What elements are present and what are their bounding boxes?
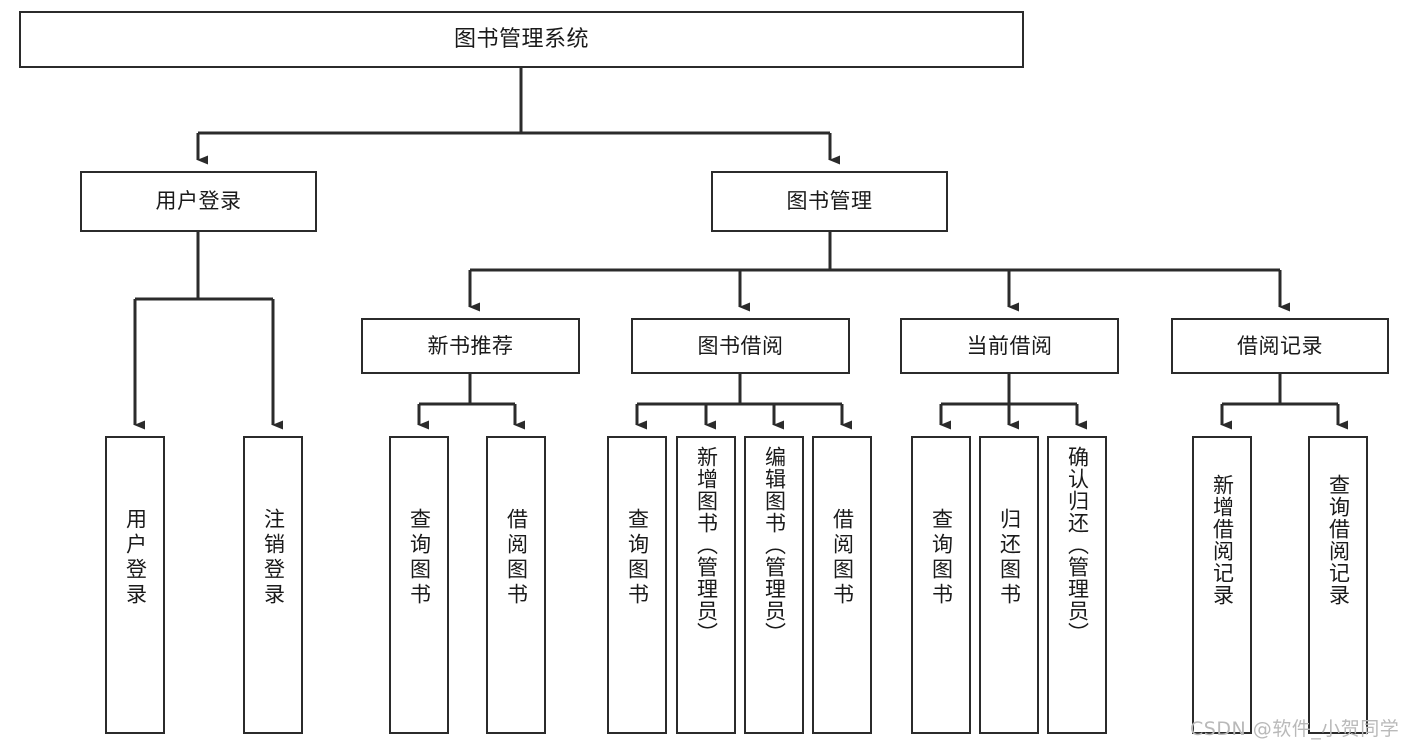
node-label: 用户登录	[155, 189, 242, 214]
leaf-user-login-logout[interactable]: 注销登录	[243, 436, 303, 734]
leaf-borrow-record-query-record[interactable]: 查询借阅记录	[1308, 436, 1368, 734]
node-label: 借阅图书	[504, 508, 529, 608]
node-label: 注销登录	[261, 508, 286, 608]
node-book-borrow[interactable]: 图书借阅	[631, 318, 850, 374]
leaf-borrow-record-add-record[interactable]: 新增借阅记录	[1192, 436, 1252, 734]
leaf-book-borrow-query-book[interactable]: 查询图书	[607, 436, 667, 734]
node-label: 查询图书	[625, 508, 650, 608]
node-label: 当前借阅	[966, 333, 1053, 358]
leaf-new-book-query-book[interactable]: 查询图书	[389, 436, 449, 734]
node-new-book-recommend[interactable]: 新书推荐	[361, 318, 580, 374]
node-book-management[interactable]: 图书管理	[711, 171, 948, 232]
node-label: 归还图书	[997, 508, 1022, 608]
leaf-book-borrow-edit-book-admin[interactable]: 编辑图书（管理员）	[744, 436, 804, 734]
watermark-csdn: CSDN @软件_小贺同学	[1190, 718, 1400, 740]
node-label: 借阅图书	[830, 508, 855, 608]
leaf-book-borrow-add-book-admin[interactable]: 新增图书（管理员）	[676, 436, 736, 734]
node-label: 查询借阅记录	[1326, 474, 1351, 606]
node-root-book-management-system[interactable]: 图书管理系统	[19, 11, 1024, 68]
node-user-login[interactable]: 用户登录	[80, 171, 317, 232]
leaf-current-borrow-query-book[interactable]: 查询图书	[911, 436, 971, 734]
node-label: 用户登录	[123, 508, 148, 608]
node-label: 查询图书	[929, 508, 954, 608]
node-label: 查询图书	[407, 508, 432, 608]
node-label: 编辑图书（管理员）	[762, 446, 787, 644]
leaf-book-borrow-borrow-book[interactable]: 借阅图书	[812, 436, 872, 734]
leaf-current-borrow-confirm-return-admin[interactable]: 确认归还（管理员）	[1047, 436, 1107, 734]
node-current-borrow[interactable]: 当前借阅	[900, 318, 1119, 374]
node-label: 确认归还（管理员）	[1065, 446, 1090, 644]
node-borrow-record[interactable]: 借阅记录	[1171, 318, 1389, 374]
leaf-new-book-borrow-book[interactable]: 借阅图书	[486, 436, 546, 734]
leaf-user-login-login[interactable]: 用户登录	[105, 436, 165, 734]
node-label: 借阅记录	[1237, 333, 1323, 358]
node-label: 新增图书（管理员）	[694, 446, 719, 644]
node-label: 图书管理系统	[453, 26, 589, 52]
leaf-current-borrow-return-book[interactable]: 归还图书	[979, 436, 1039, 734]
node-label: 图书管理	[786, 189, 873, 214]
node-label: 新书推荐	[427, 333, 514, 358]
node-label: 图书借阅	[697, 333, 784, 358]
node-label: 新增借阅记录	[1210, 474, 1235, 606]
